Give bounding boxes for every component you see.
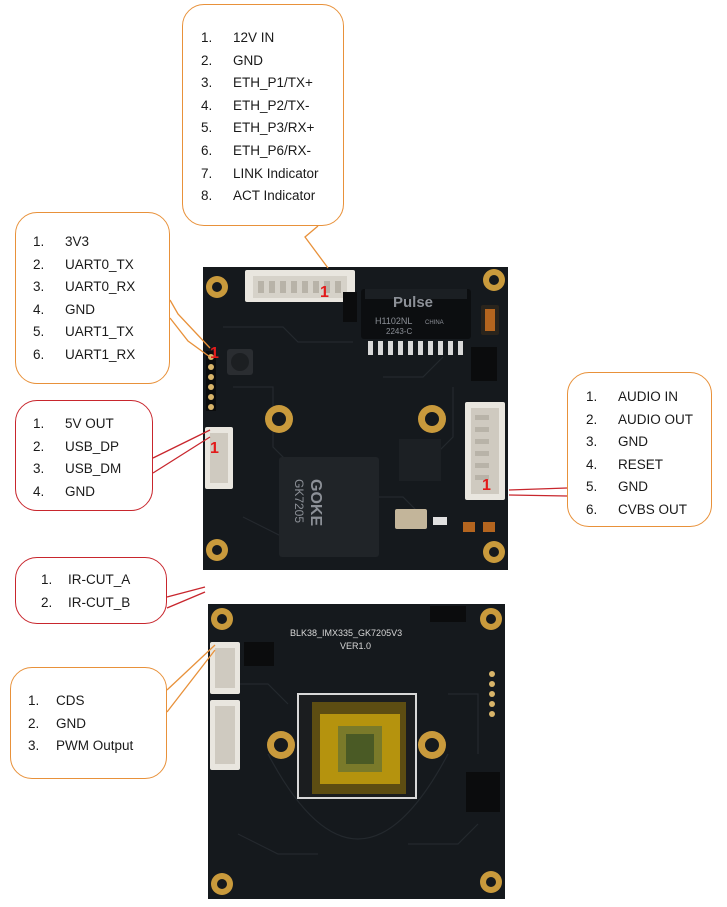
pin-label: GND <box>618 479 648 495</box>
pin-item: 3.UART0_RX <box>33 276 169 299</box>
pin-list: 1.3V3 2.UART0_TX 3.UART0_RX 4.GND 5.UART… <box>33 231 169 367</box>
pin-label: GND <box>65 483 95 499</box>
soc-model: GK7205 <box>292 479 306 523</box>
callout-audio: 1.AUDIO IN 2.AUDIO OUT 3.GND 4.RESET 5.G… <box>567 372 712 527</box>
pin-label: GND <box>65 301 95 317</box>
pin-item: 4.ETH_P2/TX- <box>201 95 343 118</box>
pin-item: 8.ACT Indicator <box>201 185 343 208</box>
pin-label: USB_DP <box>65 438 120 454</box>
pcb-top-photo: Pulse H1102NL 2243-C CHINA <box>203 267 508 570</box>
pin-label: UART1_TX <box>65 324 134 340</box>
pin-label: RESET <box>618 456 664 472</box>
pin-label: UART1_RX <box>65 346 136 362</box>
pin-item: 1.CDS <box>28 690 166 713</box>
pcb-bottom-drawing: BLK38_IMX335_GK7205V3 VER1.0 <box>208 604 505 899</box>
callout-cds: 1.CDS 2.GND 3.PWM Output <box>10 667 167 779</box>
transformer-origin: CHINA <box>425 320 444 326</box>
ethernet-transformer: Pulse H1102NL 2243-C CHINA <box>361 289 471 355</box>
silkscreen-version: VER1.0 <box>340 641 371 651</box>
connector-power-ethernet <box>245 270 355 302</box>
pin-label: UART0_TX <box>65 256 134 272</box>
pin-item: 5.UART1_TX <box>33 321 169 344</box>
pin-list: 1.5V OUT 2.USB_DP 3.USB_DM 4.GND <box>33 413 152 503</box>
pin-label: 3V3 <box>65 234 90 249</box>
pin-item: 3.GND <box>586 431 711 454</box>
pin-item: 2.GND <box>201 50 343 73</box>
callout-usb: 1.5V OUT 2.USB_DP 3.USB_DM 4.GND <box>15 400 153 511</box>
pin-item: 2.AUDIO OUT <box>586 409 711 432</box>
pin-label: 12V IN <box>233 30 275 45</box>
pin-item: 2.UART0_TX <box>33 254 169 277</box>
pin-label: USB_DM <box>65 461 122 477</box>
pin-label: GND <box>618 434 648 450</box>
pin-item: 1.3V3 <box>33 231 169 254</box>
pin-item: 6.CVBS OUT <box>586 499 711 522</box>
pin-label: GND <box>56 715 86 731</box>
pin-item: 7.LINK Indicator <box>201 163 343 186</box>
pin-item: 1.5V OUT <box>33 413 152 436</box>
pin-label: UART0_RX <box>65 279 136 295</box>
pin-label: CDS <box>56 693 85 708</box>
soc-brand: GOKE <box>307 479 324 526</box>
pin-label: LINK Indicator <box>233 165 319 181</box>
pin-item: 5.ETH_P3/RX+ <box>201 117 343 140</box>
callout-uart: 1.3V3 2.UART0_TX 3.UART0_RX 4.GND 5.UART… <box>15 212 170 384</box>
pin-list: 1.CDS 2.GND 3.PWM Output <box>28 690 166 758</box>
pin-label: CVBS OUT <box>618 501 688 517</box>
pin-label: IR-CUT_A <box>68 572 131 587</box>
pin-label: ETH_P6/RX- <box>233 142 312 158</box>
pin-item: 1.IR-CUT_A <box>41 569 166 592</box>
pin-item: 1.12V IN <box>201 27 343 50</box>
pin-item: 1.AUDIO IN <box>586 386 711 409</box>
connector-ircut <box>210 642 240 694</box>
connector-cds <box>210 700 240 770</box>
uart-header <box>206 351 216 411</box>
callout-ircut: 1.IR-CUT_A 2.IR-CUT_B <box>15 557 167 624</box>
connector-usb <box>205 427 233 489</box>
pin-item: 4.GND <box>33 299 169 322</box>
silkscreen-model: BLK38_IMX335_GK7205V3 <box>290 628 402 638</box>
transformer-brand: Pulse <box>393 294 433 311</box>
pin1-marker-audio: 1 <box>482 477 491 494</box>
pin1-marker-power: 1 <box>320 284 329 301</box>
pin-item: 4.RESET <box>586 454 711 477</box>
pin-label: 5V OUT <box>65 416 114 431</box>
pcb-top-drawing: Pulse H1102NL 2243-C CHINA <box>203 267 508 570</box>
pin-item: 4.GND <box>33 481 152 504</box>
pin-item: 2.USB_DP <box>33 436 152 459</box>
pin-item: 6.UART1_RX <box>33 344 169 367</box>
transformer-part: H1102NL <box>375 316 412 326</box>
callout-power-ethernet: 1.12V IN 2.GND 3.ETH_P1/TX+ 4.ETH_P2/TX-… <box>182 4 344 226</box>
pin-label: AUDIO IN <box>618 389 679 404</box>
pin-item: 3.PWM Output <box>28 735 166 758</box>
image-sensor <box>297 693 417 799</box>
pin-label: ETH_P2/TX- <box>233 97 310 113</box>
pin-label: PWM Output <box>56 738 134 754</box>
connector-audio <box>465 402 505 500</box>
pin1-marker-usb: 1 <box>210 440 219 457</box>
pin-item: 5.GND <box>586 476 711 499</box>
pin-label: ETH_P3/RX+ <box>233 120 315 136</box>
pin-label: ACT Indicator <box>233 188 316 204</box>
pin-list: 1.AUDIO IN 2.AUDIO OUT 3.GND 4.RESET 5.G… <box>586 386 711 522</box>
pin-item: 6.ETH_P6/RX- <box>201 140 343 163</box>
pin-label: AUDIO OUT <box>618 411 694 427</box>
pin1-marker-uart: 1 <box>210 345 219 362</box>
pin-item: 3.USB_DM <box>33 458 152 481</box>
pin-list: 1.IR-CUT_A 2.IR-CUT_B <box>41 569 166 614</box>
pin-label: IR-CUT_B <box>68 594 131 610</box>
pin-list: 1.12V IN 2.GND 3.ETH_P1/TX+ 4.ETH_P2/TX-… <box>201 27 343 208</box>
pin-label: GND <box>233 52 263 68</box>
transformer-code: 2243-C <box>386 327 412 336</box>
pin-item: 2.IR-CUT_B <box>41 592 166 615</box>
pin-item: 3.ETH_P1/TX+ <box>201 72 343 95</box>
pin-label: ETH_P1/TX+ <box>233 75 313 91</box>
pcb-bottom-photo: BLK38_IMX335_GK7205V3 VER1.0 <box>208 604 505 899</box>
soc-chip: GOKE GK7205 <box>279 457 379 557</box>
pin-item: 2.GND <box>28 713 166 736</box>
